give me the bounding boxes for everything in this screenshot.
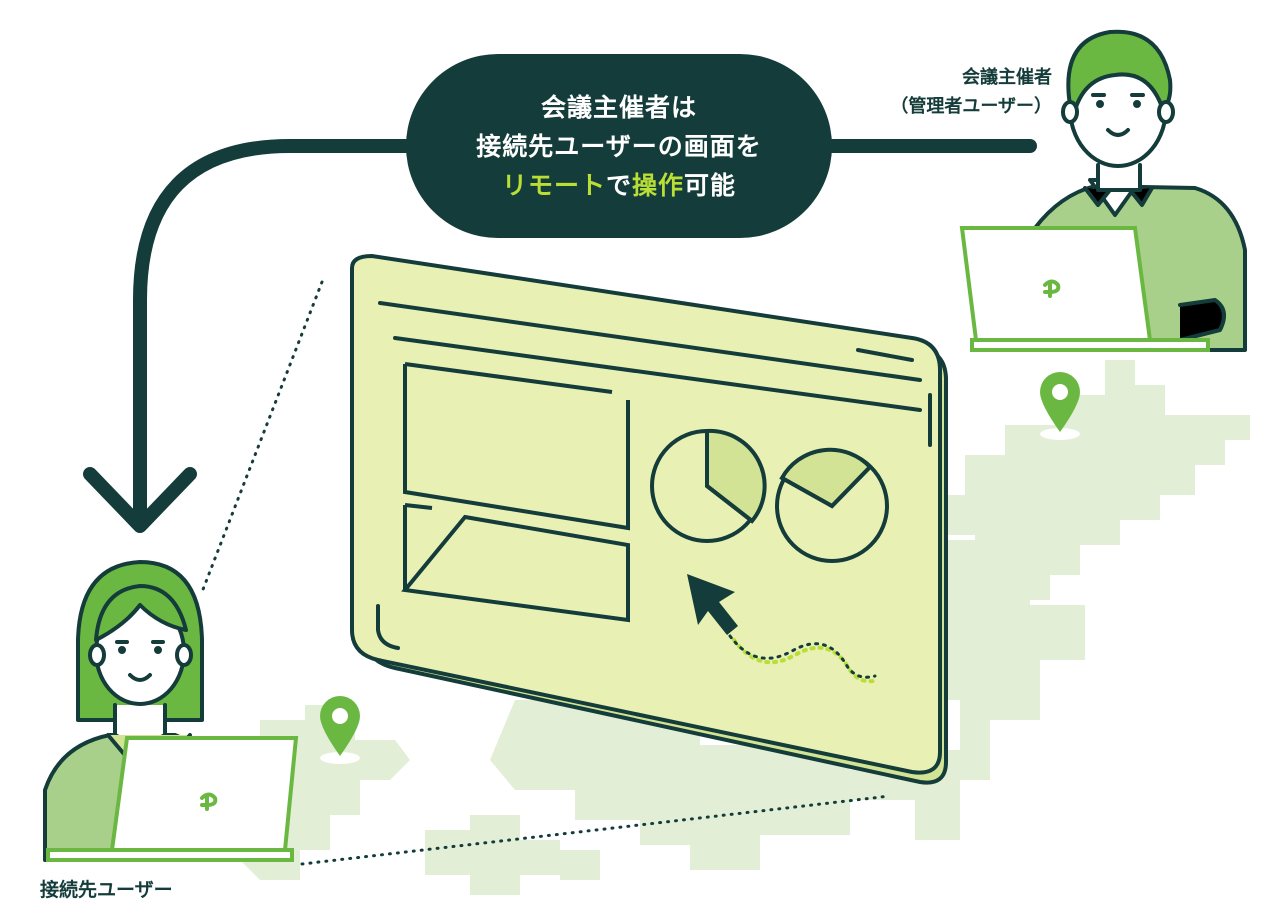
bubble-line-3: リモートで操作可能 [406, 166, 832, 205]
bubble-text-de: で [605, 170, 632, 200]
mouse-cursor-icon [687, 574, 880, 684]
message-bubble: 会議主催者は 接続先ユーザーの画面を リモートで操作可能 [406, 54, 832, 238]
pie-chart-icon [650, 428, 767, 543]
map-pin-icon [1040, 372, 1080, 440]
client-label: 接続先ユーザー [40, 879, 173, 901]
bubble-text-possible: 可能 [684, 170, 737, 200]
highlight-remote: リモート [501, 170, 606, 200]
bubble-line-2: 接続先ユーザーの画面を [476, 131, 762, 161]
pie-chart-icon [775, 447, 889, 563]
dotted-connector [200, 280, 892, 866]
laptop-icon [959, 226, 1210, 352]
host-label-role: （管理者ユーザー） [890, 96, 1052, 117]
highlight-operation: 操作 [632, 170, 685, 200]
bubble-line-1: 会議主催者は [540, 92, 697, 122]
host-label-title: 会議主催者 [962, 67, 1052, 88]
down-arrow-icon [83, 139, 1037, 533]
map-pin-icon [320, 696, 360, 764]
host-label: 会議主催者 （管理者ユーザー） [842, 63, 1052, 121]
laptop-icon [46, 736, 299, 862]
tablet-screen [350, 253, 948, 785]
